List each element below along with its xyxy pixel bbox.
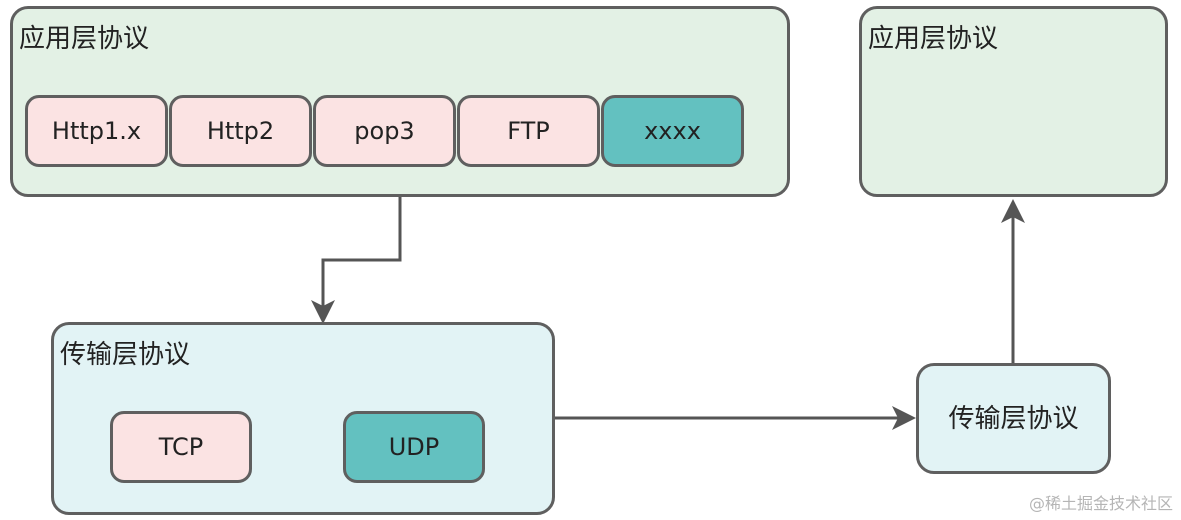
protocol-pop3: pop3 [313, 95, 456, 167]
right-transport-layer-title: 传输层协议 [948, 403, 1079, 434]
application-layer-title: 应用层协议 [19, 24, 150, 54]
application-layer-box: 应用层协议 Http1.x Http2 pop3 FTP xxxx [10, 6, 790, 197]
protocol-http2: Http2 [169, 95, 312, 167]
arrow-app-to-transport [311, 197, 402, 324]
right-application-layer-box: 应用层协议 [859, 6, 1168, 197]
right-application-layer-title: 应用层协议 [868, 24, 999, 54]
protocol-http1x: Http1.x [25, 95, 168, 167]
protocol-xxxx: xxxx [601, 95, 744, 167]
right-transport-layer-box: 传输层协议 [916, 363, 1111, 474]
transport-layer-title: 传输层协议 [60, 340, 191, 370]
protocol-tcp: TCP [110, 411, 252, 483]
transport-layer-box: 传输层协议 TCP UDP [51, 322, 555, 515]
watermark: @稀土掘金技术社区 [1028, 494, 1173, 513]
protocol-ftp: FTP [457, 95, 600, 167]
protocol-udp: UDP [343, 411, 485, 483]
